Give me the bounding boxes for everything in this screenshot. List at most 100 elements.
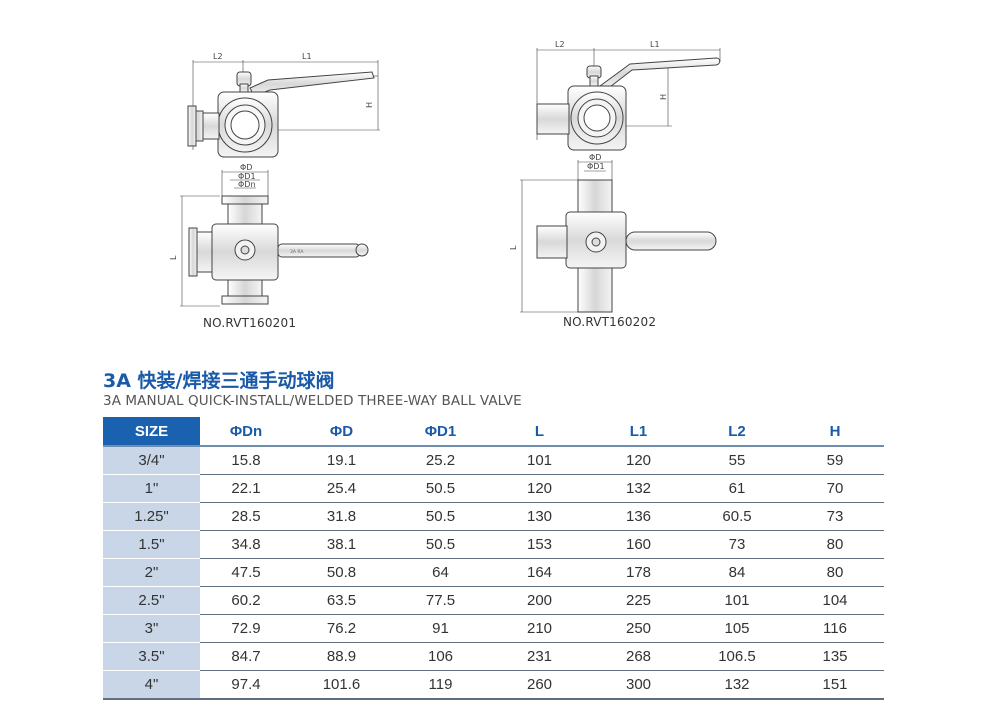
dim-l-label-2: L xyxy=(509,245,518,250)
cell-h: 80 xyxy=(786,558,884,587)
cell-od: 88.9 xyxy=(292,642,391,671)
cell-h: 135 xyxy=(786,642,884,671)
cell-odn: 34.8 xyxy=(200,530,292,559)
cell-l1: 225 xyxy=(589,586,688,615)
dim-l-label: L xyxy=(169,255,178,260)
cell-odn: 28.5 xyxy=(200,502,292,531)
cell-odn: 72.9 xyxy=(200,614,292,643)
cell-od: 38.1 xyxy=(292,530,391,559)
cell-odn: 97.4 xyxy=(200,670,292,700)
cell-odn: 15.8 xyxy=(200,446,292,475)
drawing-2-front-view xyxy=(520,160,717,313)
cell-od: 19.1 xyxy=(292,446,391,475)
cell-h: 104 xyxy=(786,586,884,615)
cell-l: 200 xyxy=(490,586,589,615)
drawing-1-front-view xyxy=(180,170,369,307)
technical-drawings: 3A RA L2 L1 H ΦD ΦD1 ΦDn L xyxy=(169,40,721,313)
cell-od: 25.4 xyxy=(292,474,391,503)
cell-od: 101.6 xyxy=(292,670,391,700)
cell-odn: 84.7 xyxy=(200,642,292,671)
cell-l: 164 xyxy=(490,558,589,587)
cell-l2: 106.5 xyxy=(688,642,786,671)
drawing-2-side-view xyxy=(536,48,721,151)
cell-l1: 160 xyxy=(589,530,688,559)
cell-od1: 106 xyxy=(391,642,490,671)
dim-l2-label: L2 xyxy=(213,52,223,61)
cell-l: 120 xyxy=(490,474,589,503)
cell-h: 151 xyxy=(786,670,884,700)
cell-l2: 60.5 xyxy=(688,502,786,531)
header-l: L xyxy=(490,417,589,447)
cell-size: 2" xyxy=(103,558,200,587)
model-caption-2: NO.RVT160202 xyxy=(563,315,657,329)
cell-odn: 47.5 xyxy=(200,558,292,587)
cell-l: 260 xyxy=(490,670,589,700)
cell-h: 116 xyxy=(786,614,884,643)
cell-size: 1.5" xyxy=(103,530,200,559)
cell-l: 210 xyxy=(490,614,589,643)
cell-l1: 132 xyxy=(589,474,688,503)
cell-od1: 50.5 xyxy=(391,530,490,559)
cell-size: 3" xyxy=(103,614,200,643)
cell-od1: 91 xyxy=(391,614,490,643)
cell-l2: 132 xyxy=(688,670,786,700)
header-size: SIZE xyxy=(103,417,200,447)
cell-odn: 22.1 xyxy=(200,474,292,503)
cell-l1: 250 xyxy=(589,614,688,643)
header-od: ΦD xyxy=(292,417,391,447)
cell-size: 3/4" xyxy=(103,446,200,475)
dim-od-label: ΦD xyxy=(240,163,252,172)
cell-l: 101 xyxy=(490,446,589,475)
cell-size: 4" xyxy=(103,670,200,700)
dim-od1-label: ΦD1 xyxy=(238,172,256,181)
cell-l1: 268 xyxy=(589,642,688,671)
cell-l: 231 xyxy=(490,642,589,671)
cell-size: 3.5" xyxy=(103,642,200,671)
dim-l1-label: L1 xyxy=(302,52,312,61)
product-title-cn: 3A 快装/焊接三通手动球阀 xyxy=(103,370,335,392)
cell-l1: 120 xyxy=(589,446,688,475)
cell-l1: 178 xyxy=(589,558,688,587)
cell-h: 70 xyxy=(786,474,884,503)
cell-od1: 25.2 xyxy=(391,446,490,475)
cell-od1: 64 xyxy=(391,558,490,587)
cell-od1: 50.5 xyxy=(391,474,490,503)
cell-l1: 136 xyxy=(589,502,688,531)
cell-l2: 55 xyxy=(688,446,786,475)
header-od1: ΦD1 xyxy=(391,417,490,447)
handle-marking: 3A RA xyxy=(290,249,304,255)
cell-od: 50.8 xyxy=(292,558,391,587)
model-caption-1: NO.RVT160201 xyxy=(203,316,297,330)
product-title-en: 3A MANUAL QUICK-INSTALL/WELDED THREE-WAY… xyxy=(103,393,522,409)
drawing-1-side-view xyxy=(187,60,380,158)
cell-size: 1.25" xyxy=(103,502,200,531)
cell-odn: 60.2 xyxy=(200,586,292,615)
cell-size: 1" xyxy=(103,474,200,503)
cell-h: 80 xyxy=(786,530,884,559)
cell-l2: 73 xyxy=(688,530,786,559)
dim-od1-label-2: ΦD1 xyxy=(587,162,605,171)
cell-l: 153 xyxy=(490,530,589,559)
cell-l2: 105 xyxy=(688,614,786,643)
dim-h-label: H xyxy=(365,102,374,108)
header-h: H xyxy=(786,417,884,447)
cell-l2: 61 xyxy=(688,474,786,503)
dim-l2-label-2: L2 xyxy=(555,40,565,49)
dim-h-label-2: H xyxy=(659,94,668,100)
header-odn: ΦDn xyxy=(200,417,292,447)
cell-od: 31.8 xyxy=(292,502,391,531)
cell-od1: 77.5 xyxy=(391,586,490,615)
cell-h: 73 xyxy=(786,502,884,531)
header-l1: L1 xyxy=(589,417,688,447)
header-l2: L2 xyxy=(688,417,786,447)
cell-size: 2.5" xyxy=(103,586,200,615)
